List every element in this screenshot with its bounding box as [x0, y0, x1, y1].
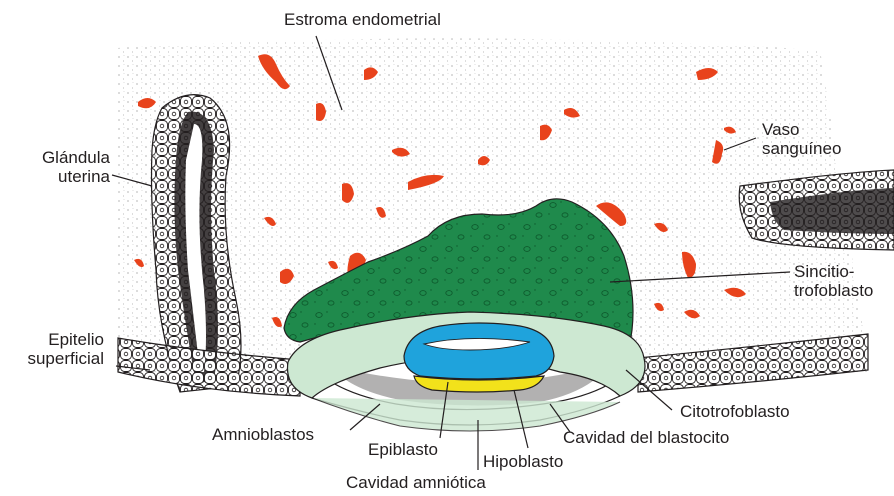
label-hipoblasto: Hipoblasto: [483, 452, 563, 471]
label-glandula-uterina: Glándula uterina: [10, 148, 110, 186]
label-glandula-line1: Glándula: [10, 148, 110, 167]
label-epiblasto: Epiblasto: [368, 440, 438, 459]
label-epitelio-line2: superficial: [4, 349, 104, 368]
label-epitelio-superficial: Epitelio superficial: [4, 330, 104, 368]
label-epitelio-line1: Epitelio: [4, 330, 104, 349]
label-citotrofoblasto: Citotrofoblasto: [680, 402, 790, 421]
label-cavidad-amniotica: Cavidad amniótica: [346, 473, 486, 492]
label-vaso-line2: sanguíneo: [762, 139, 841, 158]
label-estroma-endometrial: Estroma endometrial: [284, 10, 441, 29]
epiblast: [404, 323, 554, 379]
label-vaso-sanguineo: Vaso sanguíneo: [762, 120, 841, 158]
label-sincitio-line2: trofoblasto: [794, 281, 873, 300]
label-amnioblastos: Amnioblastos: [212, 425, 314, 444]
label-glandula-line2: uterina: [10, 167, 110, 186]
label-sincitio-line1: Sincitio-: [794, 262, 873, 281]
label-vaso-line1: Vaso: [762, 120, 841, 139]
label-cavidad-blastocito: Cavidad del blastocito: [563, 428, 729, 447]
label-sincitiotrofoblasto: Sincitio- trofoblasto: [794, 262, 873, 300]
